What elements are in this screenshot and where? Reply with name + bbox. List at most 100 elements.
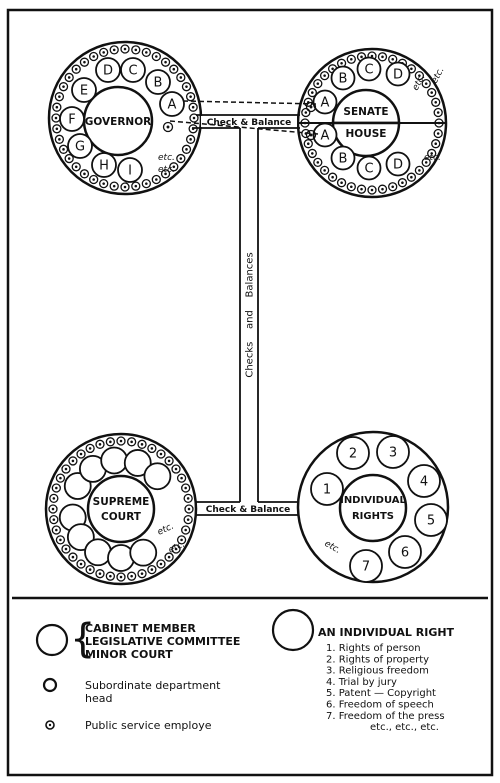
connectors: Check & Balance Checks and Balances Chec… xyxy=(169,100,319,516)
legislature-employee-dot xyxy=(434,101,438,104)
governor-employee xyxy=(188,102,198,112)
diagram-frame xyxy=(6,8,494,777)
court-employee-dot xyxy=(140,572,144,575)
senate-etc-2: etc. xyxy=(430,66,447,86)
top-connector-label-bg xyxy=(201,116,297,127)
court-employee xyxy=(55,535,66,545)
court-employee xyxy=(55,473,66,483)
legislature-employee-dot xyxy=(424,161,428,164)
governor-employee-dot xyxy=(123,185,127,189)
legislature-employee xyxy=(301,107,311,118)
governor-employee xyxy=(176,72,186,83)
governor-employee xyxy=(131,45,141,55)
court-employee-dot xyxy=(109,440,112,444)
governor-employee-dot xyxy=(155,55,158,58)
legend-large-circle xyxy=(35,623,69,657)
court-employee-dot xyxy=(98,572,102,575)
governor-employee xyxy=(141,47,151,58)
legislature-employee xyxy=(346,54,356,64)
legislature-employee xyxy=(388,182,398,192)
house-member-d-label: D xyxy=(393,158,403,173)
court-employee xyxy=(126,571,137,581)
house-member-b xyxy=(330,145,356,171)
governor-member-g-label: G xyxy=(75,140,85,155)
legislature-employee-dot xyxy=(323,169,326,172)
governor-employee-dot xyxy=(58,95,61,98)
house-member-d xyxy=(385,151,411,177)
legislature-employee-dot xyxy=(436,132,440,135)
court-member-8 xyxy=(84,538,112,567)
governor-member-f xyxy=(59,106,85,132)
governor-employee-dot xyxy=(189,95,192,98)
court-employee xyxy=(95,569,105,579)
legislature-employee xyxy=(377,52,388,62)
court-employee-dot xyxy=(184,486,187,490)
governor-employee-dot xyxy=(112,48,116,52)
legend-right-item-8: etc., etc., etc. xyxy=(370,722,439,733)
senate-subordinate-head-dot xyxy=(309,105,313,109)
house-title: HOUSE xyxy=(346,128,387,140)
court-employee xyxy=(183,493,193,504)
governor-employee-dot xyxy=(191,105,195,109)
governor-employee-dot xyxy=(54,116,58,120)
legislature-employee-dot xyxy=(311,91,314,94)
legislature-employee-dot xyxy=(434,142,438,145)
court-employee xyxy=(181,483,191,493)
court-employee-dot xyxy=(88,447,92,450)
legend-small-label: Public service employe xyxy=(85,719,212,732)
legislature-employee-dot xyxy=(316,82,320,85)
legislature-employee xyxy=(336,178,347,188)
governor-member-c-label: C xyxy=(128,64,137,79)
right-7-label: 7 xyxy=(362,560,370,575)
legislature-employee xyxy=(427,87,437,98)
legislature-employee-dot xyxy=(340,62,343,65)
court-employee-dot xyxy=(59,538,62,542)
court-employee-dot xyxy=(130,440,133,444)
bottom-connector-label: Check & Balance xyxy=(206,505,291,515)
legislature-employee-dot xyxy=(410,67,413,71)
legislature-employee-dot xyxy=(304,111,308,114)
court-employee xyxy=(171,544,181,554)
governor-employee xyxy=(120,44,130,54)
house-subordinate-head xyxy=(305,129,317,141)
court-employee xyxy=(49,514,59,525)
governor-employee-dot xyxy=(192,116,196,120)
court-employee-dot xyxy=(98,443,102,446)
legend-small-circle-outer xyxy=(45,720,55,730)
governor-employee-dot xyxy=(67,76,71,79)
court-employee-dot xyxy=(167,555,171,559)
court-employee-dot xyxy=(159,452,163,456)
court-employee xyxy=(156,559,166,569)
governor-employee xyxy=(52,124,62,134)
senate-member-d-label: D xyxy=(393,68,403,83)
governor-employee-dot xyxy=(58,138,61,141)
governor-employee xyxy=(151,51,161,62)
court-employee-dot xyxy=(71,459,75,463)
legislature-employee-dot xyxy=(360,187,363,191)
court-employee-dot xyxy=(88,568,92,571)
governor-member-c xyxy=(120,57,146,83)
legislature-employee xyxy=(421,78,431,89)
senate-title: SENATE xyxy=(343,106,388,118)
governor-employee xyxy=(89,51,99,62)
governor-employee xyxy=(120,182,130,192)
legislature-employee-dot xyxy=(331,175,334,179)
court-employee xyxy=(156,449,166,459)
governor-employee xyxy=(160,169,171,179)
court-employee xyxy=(176,535,187,545)
court-employee xyxy=(51,483,61,493)
governor-employee xyxy=(89,174,99,185)
legislature-employee xyxy=(327,172,338,182)
right-5 xyxy=(414,503,448,537)
court-employee-dot xyxy=(140,443,144,446)
court-employee-dot xyxy=(59,476,62,480)
governor-employee-dot xyxy=(62,85,65,88)
governor-employee-dot xyxy=(83,172,86,176)
court-employee-dot xyxy=(109,574,112,578)
court-employee-dot xyxy=(174,467,178,471)
governor-employee-dot xyxy=(55,105,59,109)
senate-member-c xyxy=(356,56,382,82)
court-employee-dot xyxy=(150,568,154,571)
